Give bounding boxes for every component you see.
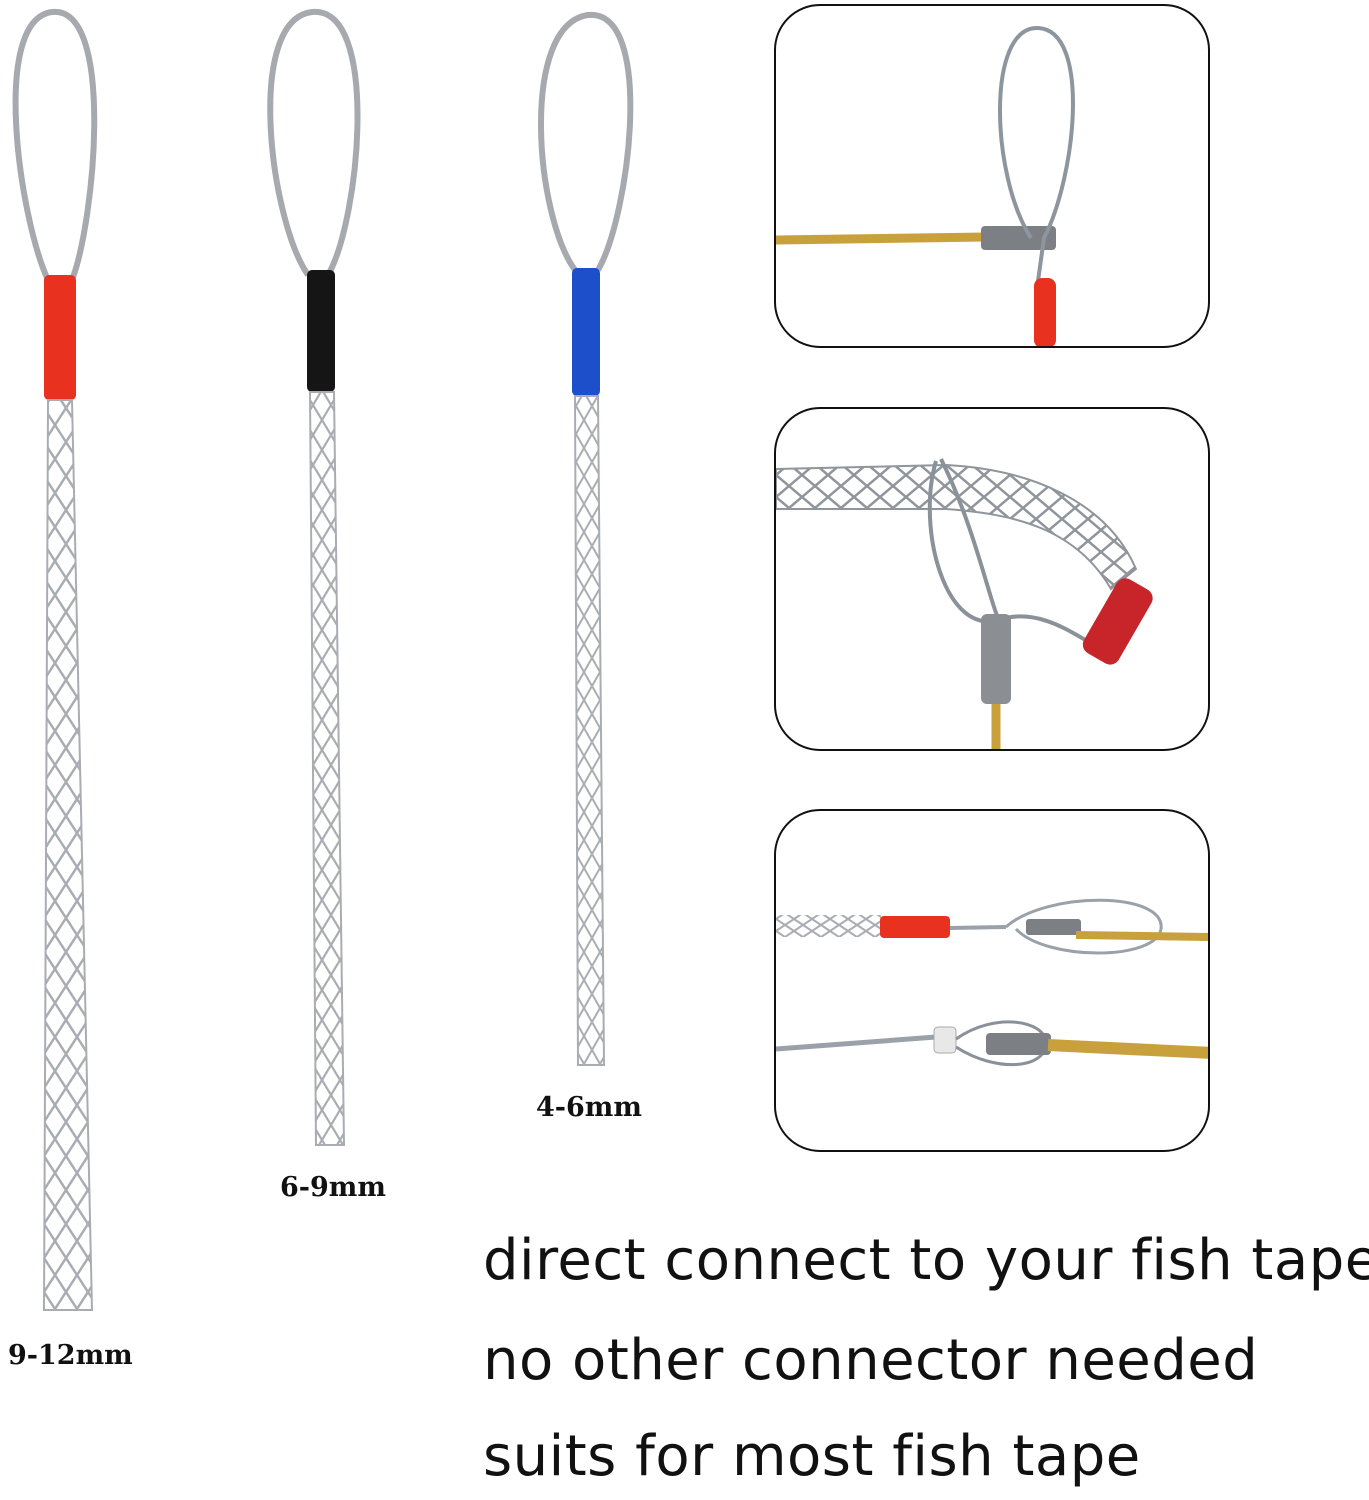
detail-panel-connection-examples xyxy=(774,809,1210,1152)
cable-grip-4-6mm xyxy=(538,11,634,1066)
sleeve-red xyxy=(44,275,76,400)
size-label-6-9mm: 6-9mm xyxy=(280,1172,386,1203)
caption-direct-connect: direct connect to your fish tape xyxy=(483,1228,1369,1293)
sleeve-red xyxy=(880,916,950,938)
sleeve-black xyxy=(307,270,335,392)
tape-connector xyxy=(1026,919,1081,935)
cable-grip-6-9mm xyxy=(267,8,361,1146)
size-label-9-12mm: 9-12mm xyxy=(8,1340,133,1371)
tape-connector xyxy=(981,226,1056,250)
sleeve-red xyxy=(1034,278,1056,346)
detail-panel-loop-on-tape xyxy=(774,4,1210,348)
caption-no-connector: no other connector needed xyxy=(483,1328,1259,1393)
tape-connector xyxy=(986,1033,1051,1055)
sleeve-blue xyxy=(572,268,600,396)
caption-suits-most: suits for most fish tape xyxy=(483,1424,1141,1489)
cable-grip-9-12mm xyxy=(12,8,98,1311)
sleeve-red xyxy=(1082,578,1153,665)
wire-ferrule xyxy=(933,1026,957,1054)
tape-connector xyxy=(981,614,1011,704)
detail-panel-grip-hooked xyxy=(774,407,1210,751)
size-label-4-6mm: 4-6mm xyxy=(536,1092,642,1123)
